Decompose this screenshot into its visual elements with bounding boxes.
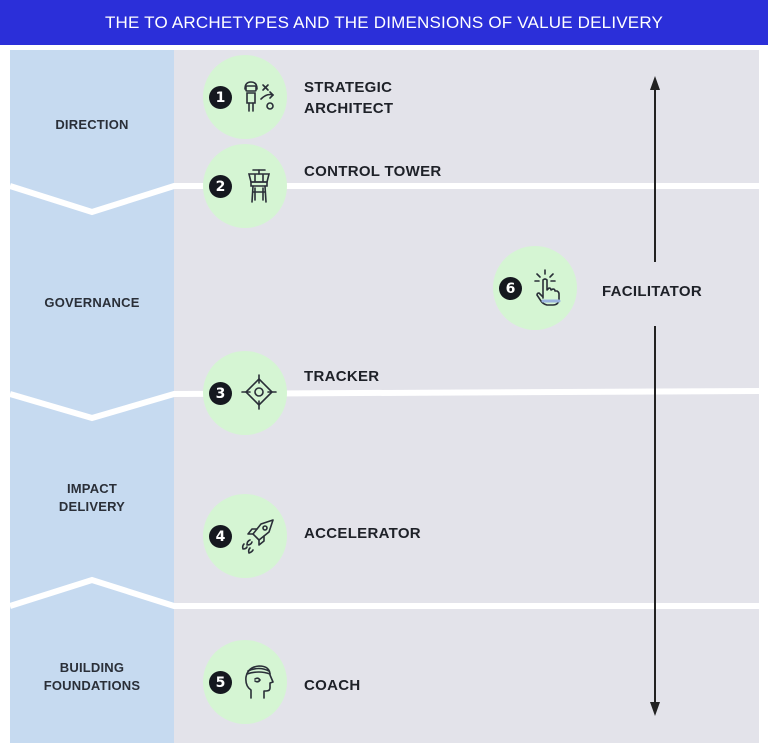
archetype-4-circle: 4	[203, 494, 287, 578]
target-icon	[241, 374, 277, 410]
archetype-6-circle: 6	[493, 246, 577, 330]
dimension-column	[10, 50, 174, 743]
number-badge-6: 6	[499, 277, 522, 300]
archetype-4-label: ACCELERATOR	[304, 525, 421, 542]
archetype-2-label: CONTROL TOWER	[304, 163, 442, 180]
dimension-impact-delivery: IMPACT DELIVERY	[10, 480, 174, 516]
archetype-5-circle: 5	[203, 640, 287, 724]
pointer-hand-icon	[534, 269, 561, 306]
archetype-1-line1: STRATEGIC	[304, 79, 393, 96]
dimension-foundations-line2: FOUNDATIONS	[43, 678, 141, 693]
dimension-foundations-line1: BUILDING	[59, 660, 125, 675]
head-icon	[245, 665, 274, 699]
arrow-down-head	[650, 702, 660, 716]
archetype-1-circle: 1	[203, 55, 287, 139]
number-badge-3: 3	[209, 382, 232, 405]
rocket-icon	[241, 519, 274, 554]
number-badge-4: 4	[209, 525, 232, 548]
separator-governance-impact	[9, 388, 760, 422]
archetype-3-label: TRACKER	[304, 368, 380, 385]
archetype-5-label: COACH	[304, 677, 361, 694]
archetype-6-label: FACILITATOR	[602, 283, 702, 300]
dimension-impact-line2: DELIVERY	[58, 499, 126, 514]
dimension-governance: GOVERNANCE	[44, 295, 140, 310]
archetype-1-label: STRATEGIC ARCHITECT	[304, 77, 393, 119]
archetype-3-circle: 3	[203, 351, 287, 435]
dimension-building-foundations: BUILDING FOUNDATIONS	[10, 659, 174, 695]
number-badge-2: 2	[209, 175, 232, 198]
archetype-1-line2: ARCHITECT	[304, 100, 394, 117]
separator-impact-foundations	[9, 576, 759, 609]
arrow-up-head	[650, 76, 660, 90]
archetype-2-circle: 2	[203, 144, 287, 228]
number-badge-5: 5	[209, 671, 232, 694]
dimension-impact-line1: IMPACT	[66, 481, 118, 496]
strategy-icon	[244, 81, 275, 112]
separator-direction-governance	[9, 183, 759, 216]
control-tower-icon	[247, 169, 271, 203]
page-title: THE TO ARCHETYPES AND THE DIMENSIONS OF …	[0, 0, 768, 45]
number-badge-1: 1	[209, 86, 232, 109]
dimension-direction: DIRECTION	[55, 117, 129, 132]
